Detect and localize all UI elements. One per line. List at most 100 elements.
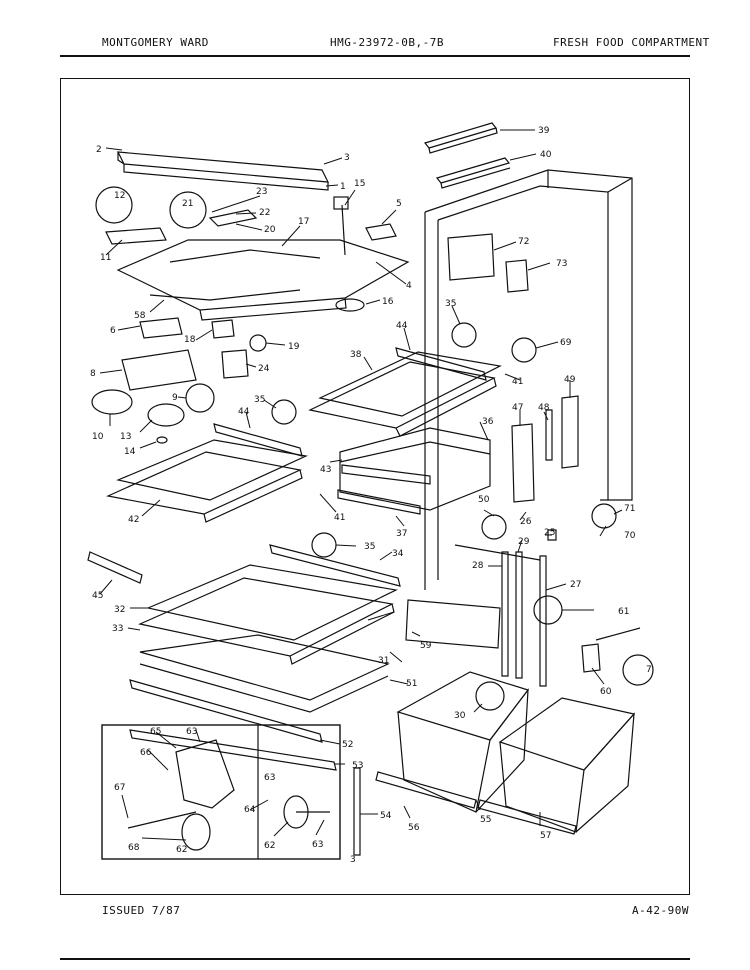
callout-10: 10	[92, 432, 104, 442]
callout-16: 16	[382, 297, 394, 307]
callout-52: 52	[342, 740, 353, 750]
callout-63-inset: 63	[264, 773, 275, 783]
callout-44-upper: 44	[396, 321, 408, 331]
crisper-cover-43	[341, 464, 431, 485]
callout-71: 71	[624, 504, 635, 514]
rail-29	[515, 551, 523, 679]
bracket-11	[105, 227, 167, 245]
callout-14: 14	[124, 447, 136, 457]
trim-strip-40	[435, 157, 511, 189]
dial-21	[169, 191, 207, 229]
callout-33: 33	[112, 624, 123, 634]
rail-27	[539, 555, 547, 687]
callout-48: 48	[538, 403, 550, 413]
callout-56: 56	[408, 823, 420, 833]
rod-cap	[333, 196, 349, 210]
callout-65: 65	[150, 727, 161, 737]
roller-inset-box	[101, 724, 341, 860]
detail-35-middle	[271, 399, 297, 425]
detail-69	[511, 337, 537, 363]
callout-7: 7	[646, 665, 652, 675]
trim-44-lower	[213, 423, 303, 457]
callout-45: 45	[92, 591, 103, 601]
adjuster-rod-54	[353, 767, 361, 856]
callout-20: 20	[264, 225, 276, 235]
callout-69: 69	[560, 338, 572, 348]
trim-strip-39	[423, 122, 498, 154]
callout-39: 39	[538, 126, 550, 136]
callout-72: 72	[518, 237, 529, 247]
callout-67: 67	[114, 783, 125, 793]
callout-54: 54	[380, 811, 392, 821]
support-47	[511, 423, 535, 503]
control-housing	[116, 239, 410, 321]
callout-labels: 2 3 1 15 5 23 22 20 17 12 21 11 4 16 58 …	[90, 126, 652, 865]
callout-21: 21	[182, 199, 193, 209]
callout-62-right: 62	[264, 841, 275, 851]
hinge-73	[505, 259, 529, 293]
callout-35-upper: 35	[445, 299, 456, 309]
screw-48	[545, 409, 553, 461]
callout-37: 37	[396, 529, 407, 539]
trim-44-upper	[395, 347, 487, 381]
thermostat-6	[139, 317, 183, 339]
crisper-drawer-55	[396, 671, 529, 813]
detail-71	[591, 503, 617, 529]
callout-17: 17	[298, 217, 309, 227]
callout-68: 68	[128, 843, 140, 853]
callout-11: 11	[100, 253, 111, 263]
callout-25: 25	[544, 528, 555, 538]
callout-55: 55	[480, 815, 491, 825]
bracket-60	[581, 643, 601, 673]
callout-32: 32	[114, 605, 125, 615]
callout-73: 73	[556, 259, 567, 269]
callout-50: 50	[478, 495, 490, 505]
callout-30: 30	[454, 711, 466, 721]
cabinet-edge	[595, 627, 641, 641]
callout-3-rod: 3	[350, 855, 356, 865]
header-rule	[60, 55, 690, 57]
middle-shelf-42	[106, 439, 309, 523]
dial-12	[95, 186, 133, 224]
callout-2: 2	[96, 145, 102, 155]
callout-36: 36	[482, 417, 494, 427]
shelf-support-49	[561, 395, 579, 469]
callout-70: 70	[624, 531, 636, 541]
knob-5	[365, 223, 397, 241]
callout-15: 15	[354, 179, 365, 189]
callout-4: 4	[406, 281, 412, 291]
callout-1: 1	[340, 182, 346, 192]
switch-24	[221, 349, 249, 379]
diagram-frame	[60, 78, 690, 895]
control-box-8	[121, 349, 197, 391]
callout-27: 27	[570, 580, 581, 590]
callout-62-left: 62	[176, 845, 187, 855]
header-model-number: HMG-23972-0B,-7B	[330, 36, 444, 49]
footer-rule	[60, 958, 690, 960]
roller-wheel-62a	[181, 813, 211, 851]
footer-page-code: A-42-90W	[632, 904, 689, 917]
callout-35-lower: 35	[364, 542, 375, 552]
roller-screw-67	[127, 811, 197, 829]
air-duct-channel	[116, 151, 330, 191]
callout-57: 57	[540, 831, 551, 841]
callout-26: 26	[520, 517, 532, 527]
callout-51: 51	[406, 679, 417, 689]
light-lens-16	[335, 298, 365, 312]
callout-35-middle: 35	[254, 395, 265, 405]
callout-58: 58	[134, 311, 146, 321]
callout-40: 40	[540, 150, 552, 160]
callout-5: 5	[396, 199, 402, 209]
callout-60: 60	[600, 687, 612, 697]
roller-bracket-66	[175, 739, 235, 809]
detail-9	[185, 383, 215, 413]
callout-29: 29	[518, 537, 530, 547]
leader-lines	[99, 129, 623, 841]
callout-41-lower: 41	[334, 513, 345, 523]
callout-34: 34	[392, 549, 404, 559]
callout-28: 28	[472, 561, 484, 571]
callout-38: 38	[350, 350, 362, 360]
rail-28	[501, 551, 509, 677]
detail-35-upper	[451, 322, 477, 348]
callout-24: 24	[258, 364, 270, 374]
